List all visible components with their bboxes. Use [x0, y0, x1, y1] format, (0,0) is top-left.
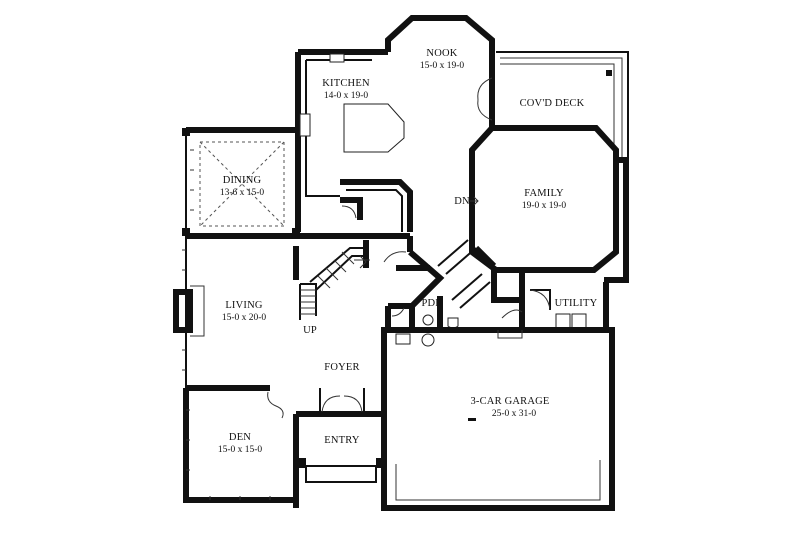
furnace [421, 333, 435, 347]
stair-up-marker: UP [303, 325, 317, 336]
room-name-pdr: PDR [421, 298, 442, 309]
room-name-foyer: FOYER [324, 362, 359, 373]
covered-deck-outline [496, 51, 629, 283]
room-name-family: FAMILY [524, 188, 564, 199]
room-name-covdeck: COV'D DECK [520, 98, 585, 109]
dryer [571, 313, 587, 329]
room-name-nook: NOOK [426, 48, 457, 59]
pdr-toilet [447, 317, 459, 329]
down-arrow-icon [470, 196, 479, 206]
kitchen-sink [329, 53, 345, 63]
deck-doors [477, 77, 493, 121]
pdr-sink [422, 314, 434, 326]
room-name-kitchen: KITCHEN [322, 78, 370, 89]
room-dims-kitchen: 14-0 x 19-0 [324, 91, 369, 101]
kitchen-walls [295, 52, 413, 232]
room-name-utility: UTILITY [555, 298, 598, 309]
living-walls [173, 233, 410, 388]
nook-bay-walls [298, 15, 629, 283]
room-name-living: LIVING [225, 300, 263, 311]
angled-hall-walls [388, 239, 497, 309]
room-name-garage: 3-CAR GARAGE [470, 396, 549, 407]
room-dims-living: 15-0 x 20-0 [222, 313, 267, 323]
room-dims-garage: 25-0 x 31-0 [492, 409, 537, 419]
room-name-dining: DINING [223, 175, 262, 186]
room-dims-dining: 13-6 x 15-0 [220, 188, 265, 198]
room-dims-family: 19-0 x 19-0 [522, 201, 567, 211]
garage-walls [381, 327, 615, 511]
washer [555, 313, 571, 329]
kitchen-island [343, 103, 405, 153]
stair-down-marker: DN [454, 196, 470, 207]
water-heater [395, 333, 411, 345]
room-name-den: DEN [229, 432, 251, 443]
foyer-entry-walls [293, 388, 386, 508]
cooktop [299, 113, 311, 137]
room-dims-nook: 15-0 x 19-0 [420, 61, 465, 71]
stair [293, 240, 370, 320]
den-walls [183, 385, 296, 503]
room-dims-den: 15-0 x 15-0 [218, 445, 263, 455]
room-name-entry: ENTRY [324, 435, 360, 446]
